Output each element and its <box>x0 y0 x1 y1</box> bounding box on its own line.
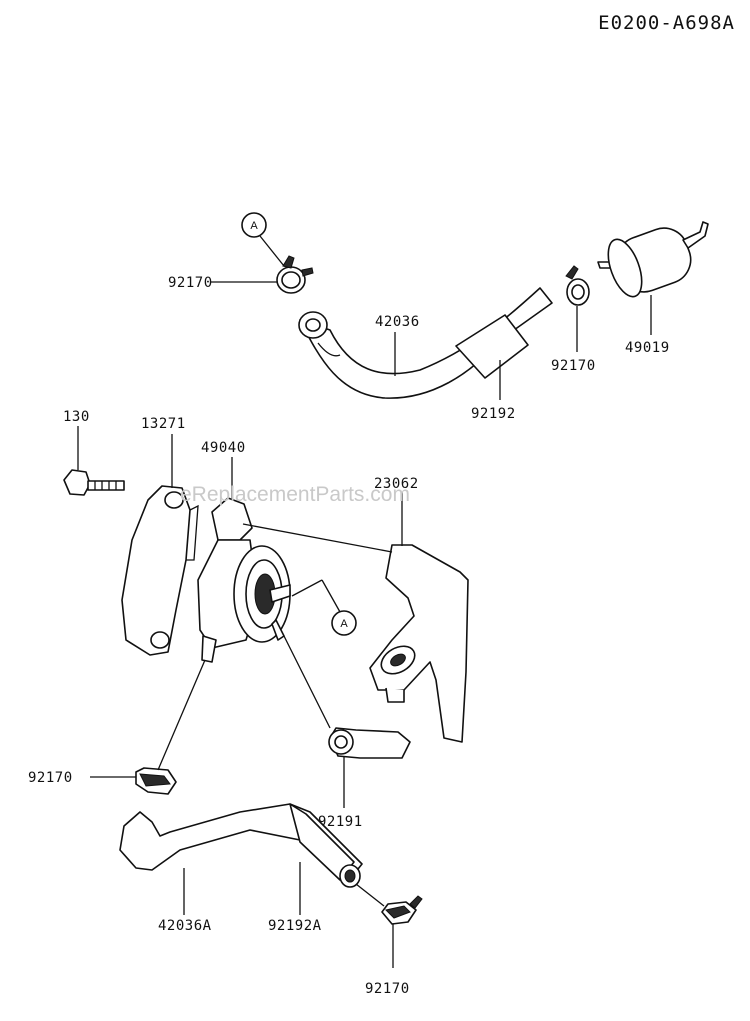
label-protector-lower: 92192A <box>268 918 322 934</box>
clamp-bottom-part[interactable] <box>381 895 423 925</box>
diagram-code: E0200-A698A <box>598 12 735 34</box>
hose-short-part[interactable] <box>328 727 411 759</box>
leader-pump-to-short-hose <box>283 635 331 729</box>
reference-mark-a-top: A <box>241 212 285 267</box>
label-clamp-top-left: 92170 <box>168 275 213 291</box>
label-bolt: 130 <box>63 409 90 425</box>
leader-pump-to-bracket <box>242 523 393 553</box>
clamp-top-right-part[interactable] <box>565 265 590 306</box>
label-hose-upper: 42036 <box>375 314 420 330</box>
hose-upper-part[interactable] <box>298 287 553 399</box>
bolt-part[interactable] <box>63 469 125 496</box>
reference-mark-a-pump: A <box>291 579 357 636</box>
label-clamp-top-right: 92170 <box>551 358 596 374</box>
label-hose-short: 92191 <box>318 814 363 830</box>
svg-text:A: A <box>340 618 348 630</box>
clamp-top-left-part[interactable] <box>276 255 314 294</box>
fuel-filter-part[interactable] <box>597 221 709 301</box>
leader-pump-to-clamp <box>157 659 206 771</box>
svg-text:A: A <box>250 220 258 232</box>
label-cover: 13271 <box>141 416 186 432</box>
label-clamp-lower-left: 92170 <box>28 770 73 786</box>
leader-hose-to-clamp-bottom <box>355 883 385 907</box>
clamp-lower-left-part[interactable] <box>135 767 177 795</box>
label-fuel-pump: 49040 <box>201 440 246 456</box>
cover-part[interactable] <box>121 485 199 656</box>
label-protector-upper: 92192 <box>471 406 516 422</box>
label-hose-lower: 42036A <box>158 918 212 934</box>
fuel-pump-part[interactable] <box>197 497 291 663</box>
label-clamp-bottom: 92170 <box>365 981 410 997</box>
label-bracket: 23062 <box>374 476 419 492</box>
watermark: eReplacementParts.com <box>180 483 410 506</box>
hose-lower-part[interactable] <box>119 803 363 888</box>
label-fuel-filter: 49019 <box>625 340 670 356</box>
bracket-part[interactable] <box>369 544 469 743</box>
